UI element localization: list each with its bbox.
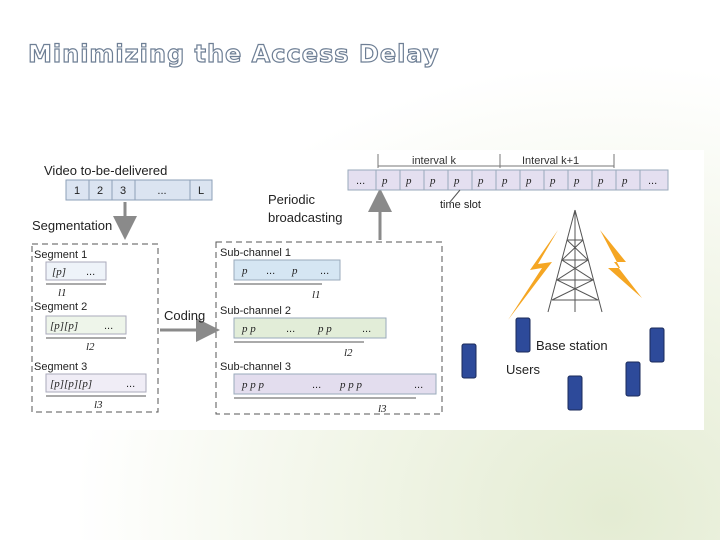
svg-text:p: p xyxy=(501,175,508,187)
subchannel-2-cell: p p xyxy=(241,323,256,335)
video-cell: ... xyxy=(157,185,166,197)
subchannel-3-label: Sub-channel 3 xyxy=(220,361,291,373)
broadcast-ellipsis: ... xyxy=(648,175,657,187)
subchannel-1-cell: p xyxy=(241,265,248,277)
l3-hat-label: l3 xyxy=(378,403,387,415)
video-bar: 1 2 3 ... L xyxy=(65,179,213,201)
svg-text:p: p xyxy=(573,175,580,187)
segmentation-label: Segmentation xyxy=(32,218,112,233)
segment-3-cell: [p][p][p] xyxy=(50,378,92,390)
l1-hat-label: l1 xyxy=(312,289,321,301)
svg-text:p: p xyxy=(381,175,388,187)
subchannel-1-cell: p xyxy=(291,265,298,277)
mobile-device-icon xyxy=(649,327,665,363)
subchannel-3-cell: p p p xyxy=(339,379,363,391)
segment-2-cell: [p][p] xyxy=(50,320,78,332)
l2-hat-label: l2 xyxy=(344,347,353,359)
segment-3-bar xyxy=(45,373,147,393)
svg-text:p: p xyxy=(621,175,628,187)
segment-3-label: Segment 3 xyxy=(34,361,87,373)
mobile-device-icon xyxy=(461,343,477,379)
svg-text:p: p xyxy=(525,175,532,187)
subchannel-2-bar xyxy=(233,317,387,339)
mobile-device-icon xyxy=(515,317,531,353)
subchannel-3-bar xyxy=(233,373,437,395)
svg-text:p: p xyxy=(597,175,604,187)
broadcasting-label: broadcasting xyxy=(268,210,342,225)
segment-2-bar xyxy=(45,315,127,335)
svg-text:p: p xyxy=(429,175,436,187)
time-slot-label: time slot xyxy=(440,199,481,211)
segment-1-ellipsis: ... xyxy=(86,266,95,278)
svg-text:p: p xyxy=(405,175,412,187)
access-delay-diagram: Video to-be-delivered 1 2 3 ... L Segmen… xyxy=(31,154,669,415)
mobile-device-icon xyxy=(567,375,583,411)
periodic-label: Periodic xyxy=(268,192,315,207)
lightning-icon xyxy=(508,230,558,320)
coding-label: Coding xyxy=(164,308,205,323)
broadcast-bar: ... p p p p p p p p p p p ... xyxy=(347,169,669,191)
subchannel-1-label: Sub-channel 1 xyxy=(220,247,291,259)
video-cell: L xyxy=(198,185,204,197)
video-cell: 1 xyxy=(74,185,80,197)
interval-k-label: interval k xyxy=(412,155,457,167)
svg-text:p: p xyxy=(477,175,484,187)
l2-label: l2 xyxy=(86,341,95,353)
mobile-device-icon xyxy=(625,361,641,397)
users-label: Users xyxy=(506,362,540,377)
subchannels-box xyxy=(215,241,443,415)
diagram-figure: Video to-be-delivered 1 2 3 ... L Segmen… xyxy=(30,150,704,430)
l1-label: l1 xyxy=(58,287,67,299)
subchannel-2-label: Sub-channel 2 xyxy=(220,305,291,317)
subchannel-3-cell: p p p xyxy=(241,379,265,391)
interval-k1-label: Interval k+1 xyxy=(522,155,579,167)
time-slot-pointer xyxy=(449,189,461,203)
base-station-label: Base station xyxy=(536,338,608,353)
subchannel-1-ellipsis: ... xyxy=(266,265,275,277)
segment-1-bar xyxy=(45,261,107,281)
video-cell: 2 xyxy=(97,185,103,197)
segment-1-cell: [p] xyxy=(52,266,66,278)
l3-label: l3 xyxy=(94,399,103,411)
segment-1-label: Segment 1 xyxy=(34,249,87,261)
slide-title: Minimizing the Access Delay xyxy=(27,39,440,68)
svg-text:p: p xyxy=(549,175,556,187)
subchannel-2-cell: p p xyxy=(317,323,332,335)
video-label: Video to-be-delivered xyxy=(44,163,167,178)
subchannel-2-ellipsis: ... xyxy=(286,323,295,335)
segments-box xyxy=(31,243,159,413)
subchannel-2-ellipsis: ... xyxy=(362,323,371,335)
segment-3-ellipsis: ... xyxy=(126,378,135,390)
video-cell: 3 xyxy=(120,185,126,197)
segment-2-label: Segment 2 xyxy=(34,301,87,313)
svg-text:p: p xyxy=(453,175,460,187)
segment-2-ellipsis: ... xyxy=(104,320,113,332)
broadcast-ellipsis: ... xyxy=(356,175,365,187)
tower-icon xyxy=(547,209,603,313)
lightning-icon xyxy=(600,230,642,298)
subchannel-3-ellipsis: ... xyxy=(414,379,423,391)
subchannel-1-bar xyxy=(233,259,341,281)
subchannel-1-ellipsis: ... xyxy=(320,265,329,277)
subchannel-3-ellipsis: ... xyxy=(312,379,321,391)
